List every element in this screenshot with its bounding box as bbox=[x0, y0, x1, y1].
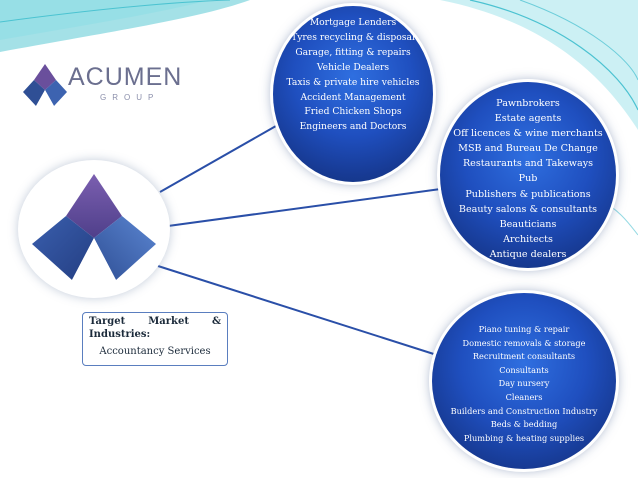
bubble-1-item: Engineers and Doctors bbox=[299, 121, 407, 133]
target-heading-industries: Industries: bbox=[89, 329, 151, 340]
target-word-market: Market bbox=[148, 316, 189, 327]
bubble-3-item: Recruitment consultants bbox=[472, 351, 576, 362]
bubble-3-item: Cleaners bbox=[505, 391, 543, 402]
logo-subtitle: GROUP bbox=[100, 93, 160, 102]
bubble-1-item: Vehicle Dealers bbox=[316, 61, 390, 73]
bubble-3-item: Plumbing & heating supplies bbox=[463, 432, 585, 443]
industry-bubble-2: Pawnbrokers Estate agents Off licences &… bbox=[440, 82, 616, 268]
bubble-2-item: MSB and Bureau De Change bbox=[458, 143, 598, 155]
bubble-3-item: Builders and Construction Industry bbox=[450, 405, 598, 416]
connector-line-1 bbox=[159, 117, 291, 193]
bubble-2-item: Architects bbox=[503, 233, 553, 245]
industry-bubble-1: Mortgage Lenders Tyres recycling & dispo… bbox=[273, 6, 433, 182]
bubble-3-item: Domestic removals & storage bbox=[462, 337, 586, 348]
company-logo: ACUMEN GROUP bbox=[22, 60, 181, 110]
logo-mark-icon bbox=[23, 64, 67, 106]
bubble-1-item: Garage, fitting & repairs bbox=[295, 46, 411, 58]
bubble-1-item: Mortgage Lenders bbox=[309, 17, 397, 28]
bubble-3-item: Day nursery bbox=[498, 378, 550, 389]
bubble-2-item: Off licences & wine merchants bbox=[453, 128, 603, 140]
bubble-3-item: Piano tuning & repair bbox=[478, 324, 570, 334]
target-market-box: Target Market & Industries: Accountancy … bbox=[82, 312, 228, 366]
bubble-1-item: Fried Chicken Shops bbox=[304, 106, 402, 118]
target-subtitle: Accountancy Services bbox=[99, 346, 211, 357]
bubble-2-item: Publishers & publications bbox=[465, 188, 591, 200]
bubble-1-item: Tyres recycling & disposal bbox=[291, 31, 415, 43]
bubble-2-item: Restaurants and Takeways bbox=[462, 158, 594, 170]
bubble-1-item: Taxis & private hire vehicles bbox=[286, 76, 420, 88]
bubble-2-item: Antique dealers bbox=[489, 248, 567, 260]
center-emblem bbox=[18, 160, 170, 298]
connector-line-3 bbox=[157, 265, 441, 357]
connector-line-2 bbox=[167, 187, 449, 227]
bubble-3-item: Beds & bedding bbox=[490, 419, 558, 430]
bubble-2-item: Pub bbox=[518, 173, 538, 185]
bubble-2-item: Beauticians bbox=[499, 218, 557, 230]
bubble-3-item: Consultants bbox=[499, 364, 549, 375]
target-word-target: Target bbox=[89, 316, 126, 327]
bubble-2-item: Beauty salons & consultants bbox=[458, 203, 598, 215]
target-word-ampersand: & bbox=[211, 316, 221, 327]
bubble-2-item: Estate agents bbox=[494, 113, 562, 125]
bubble-1-item: Accident Management bbox=[300, 91, 406, 103]
industry-bubble-3: Piano tuning & repair Domestic removals … bbox=[432, 293, 616, 469]
bubble-2-item: Pawnbrokers bbox=[496, 98, 560, 109]
target-heading-line: Target Market & bbox=[89, 315, 221, 328]
emblem-logo-icon bbox=[32, 174, 156, 280]
logo-name: ACUMEN bbox=[68, 63, 183, 91]
